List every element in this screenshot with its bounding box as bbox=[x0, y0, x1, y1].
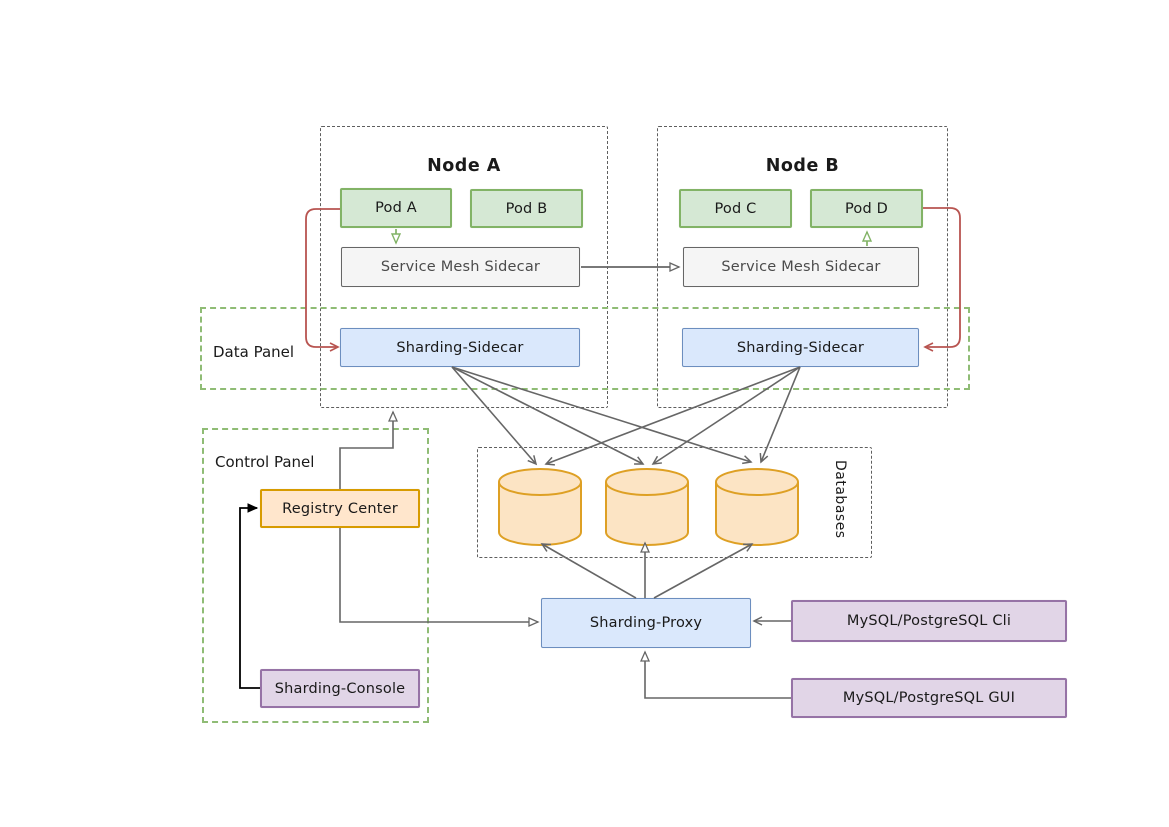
sharding-sidecar-b-box: Sharding-Sidecar bbox=[682, 328, 919, 367]
pod-c-box: Pod C bbox=[679, 189, 792, 228]
node-a-title: Node A bbox=[427, 156, 501, 176]
service-mesh-sidecar-a-box: Service Mesh Sidecar bbox=[341, 247, 580, 287]
arrow-gui-to-proxy bbox=[639, 650, 791, 699]
databases-container bbox=[477, 447, 872, 558]
sharding-proxy-box: Sharding-Proxy bbox=[541, 598, 751, 648]
mysql-postgresql-cli-box: MySQL/PostgreSQL Cli bbox=[791, 600, 1067, 642]
registry-center-box: Registry Center bbox=[260, 489, 420, 528]
service-mesh-sidecar-b-box: Service Mesh Sidecar bbox=[683, 247, 919, 287]
node-b-title: Node B bbox=[765, 156, 840, 176]
pod-d-box: Pod D bbox=[810, 189, 923, 228]
pod-a-box: Pod A bbox=[340, 188, 452, 228]
sharding-sidecar-a-box: Sharding-Sidecar bbox=[340, 328, 580, 367]
mysql-postgresql-gui-box: MySQL/PostgreSQL GUI bbox=[791, 678, 1067, 718]
pod-b-box: Pod B bbox=[470, 189, 583, 228]
sharding-console-box: Sharding-Console bbox=[260, 669, 420, 708]
databases-label: Databases bbox=[832, 460, 848, 539]
control-panel-label: Control Panel bbox=[215, 453, 315, 471]
data-panel-label: Data Panel bbox=[213, 343, 295, 361]
